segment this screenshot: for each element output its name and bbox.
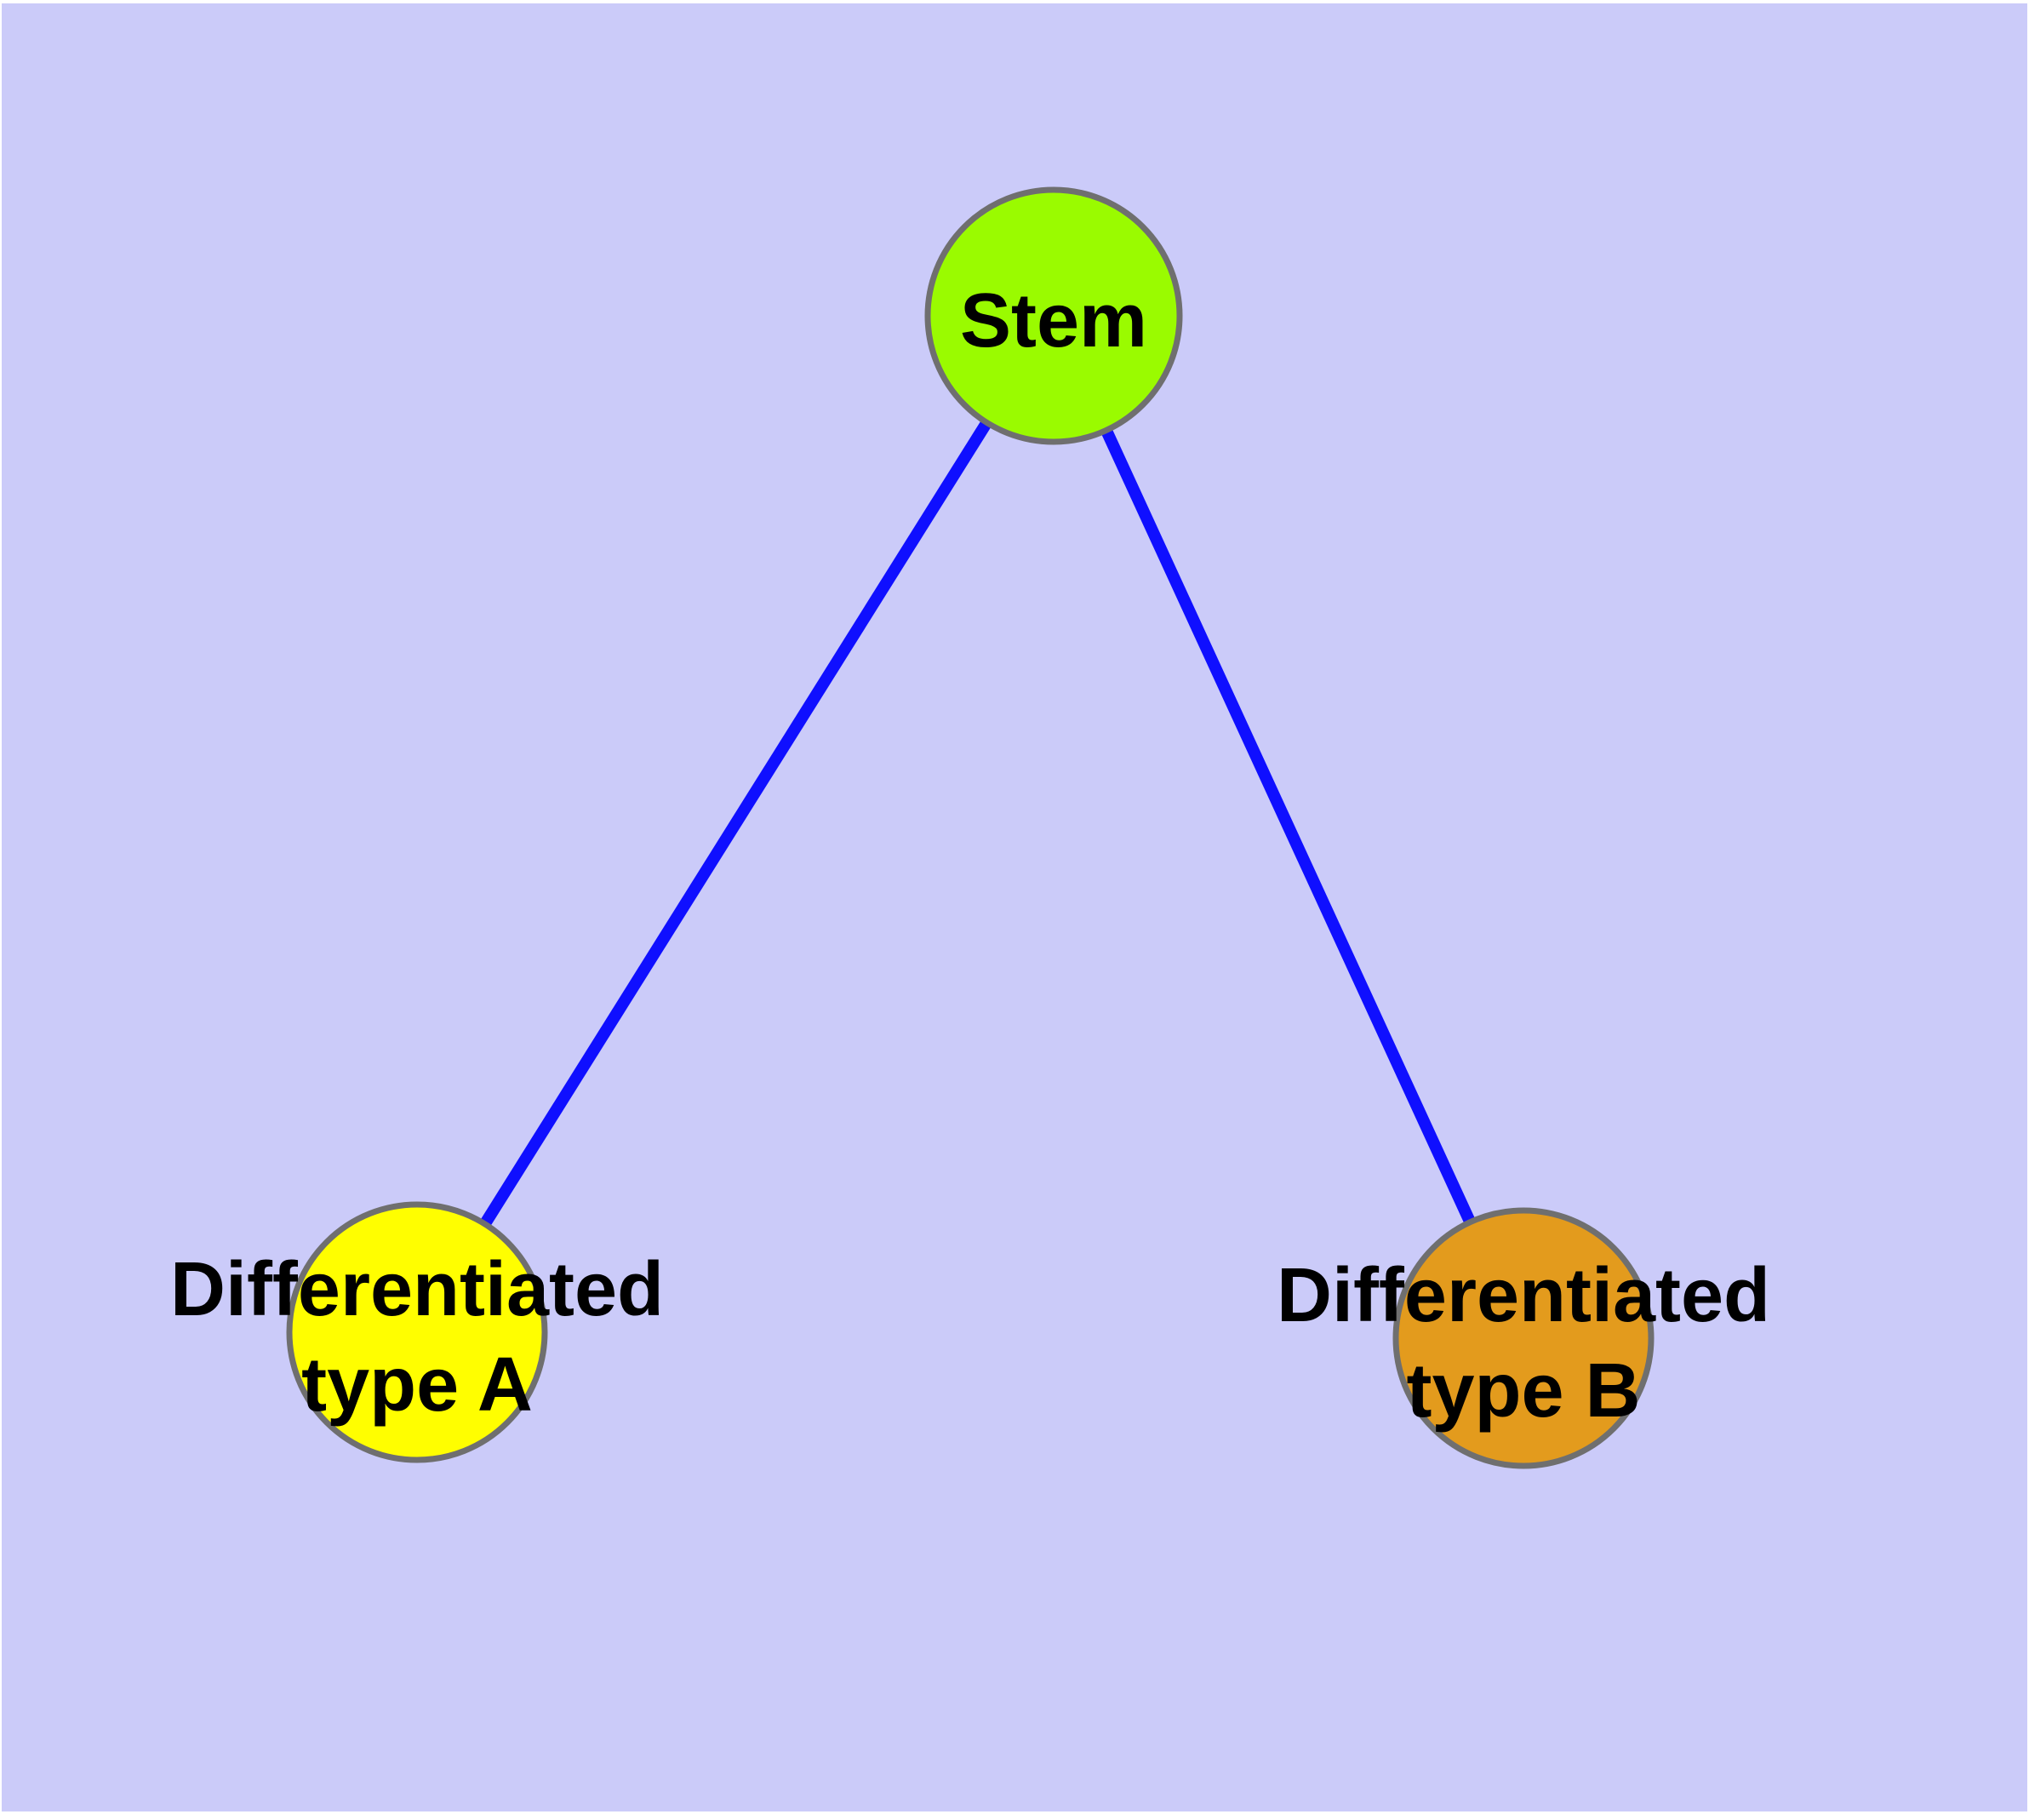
node-typeB-label-line2: type B: [1406, 1348, 1640, 1434]
nodes-layer: [286, 186, 1655, 1469]
node-typeA-label-line2: type A: [301, 1342, 533, 1428]
node-stem-circle: [924, 186, 1183, 445]
edge-stem-typeB: [1048, 313, 1529, 1341]
node-typeA-label-line1: Differentiated: [170, 1247, 664, 1332]
edges-layer: [412, 312, 1529, 1341]
edge-stem-typeA: [412, 312, 1059, 1336]
node-typeB-label-line1: Differentiated: [1277, 1253, 1770, 1338]
node-stem-label-line1: Stem: [960, 278, 1147, 363]
node-typeB-circle: [1392, 1207, 1655, 1469]
node-typeA-circle: [286, 1201, 548, 1463]
